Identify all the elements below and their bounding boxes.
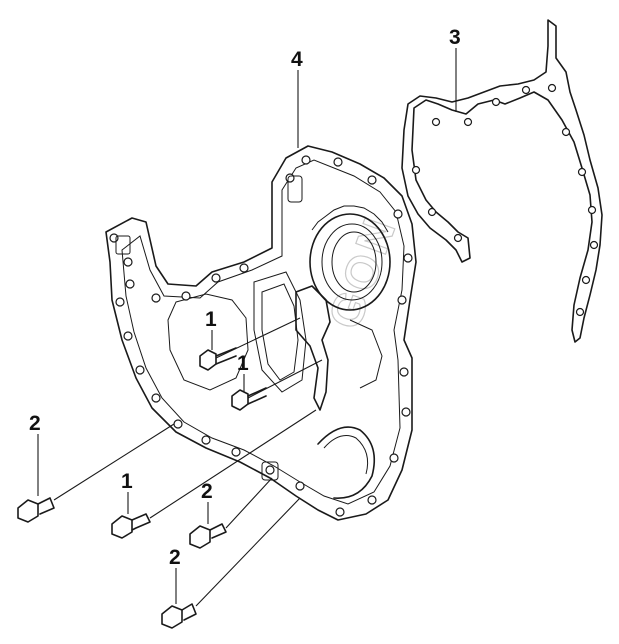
leader-lines <box>37 48 457 607</box>
bolt-part-1-b <box>231 387 267 411</box>
watermark: GON <box>318 208 407 336</box>
callout-part-1-c: 1 <box>121 470 133 493</box>
callout-part-1-a: 1 <box>205 308 217 331</box>
callout-labels: 1 1 1 2 2 2 3 4 <box>29 26 461 569</box>
bolt-part-1-c <box>111 513 151 539</box>
bolts <box>17 347 267 629</box>
callout-part-4: 4 <box>291 48 303 71</box>
callout-part-1-b: 1 <box>237 352 249 375</box>
callout-part-2-a: 2 <box>29 412 41 435</box>
callout-part-3: 3 <box>449 26 461 49</box>
bolt-part-2-a <box>17 497 55 523</box>
callout-part-2-c: 2 <box>169 546 181 569</box>
bolt-part-2-c <box>161 603 197 629</box>
bolt-part-2-b <box>189 523 227 549</box>
bolt-part-1-a <box>199 347 237 371</box>
cover-plate-part-4 <box>105 145 417 521</box>
callout-part-2-b: 2 <box>201 480 213 503</box>
gasket-part-3 <box>401 19 603 343</box>
